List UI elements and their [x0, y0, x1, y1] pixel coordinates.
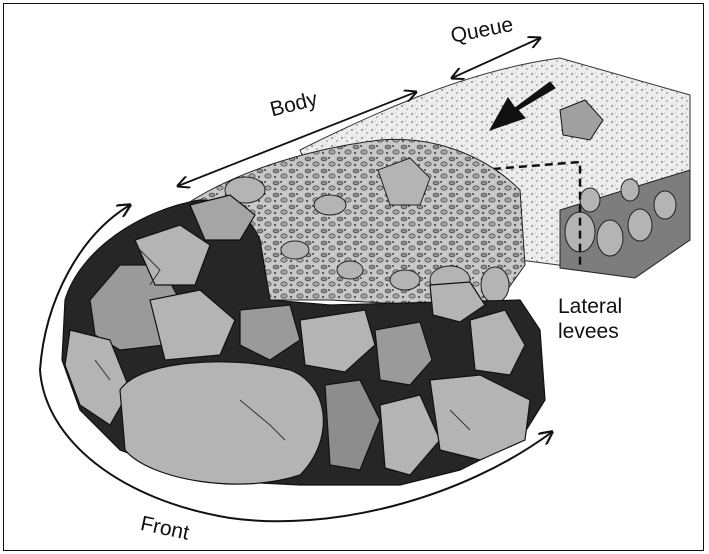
label-lateral-line2: levees — [558, 319, 622, 344]
label-lateral-line1: Lateral — [558, 294, 622, 319]
label-lateral-levees: Lateral levees — [558, 294, 622, 344]
